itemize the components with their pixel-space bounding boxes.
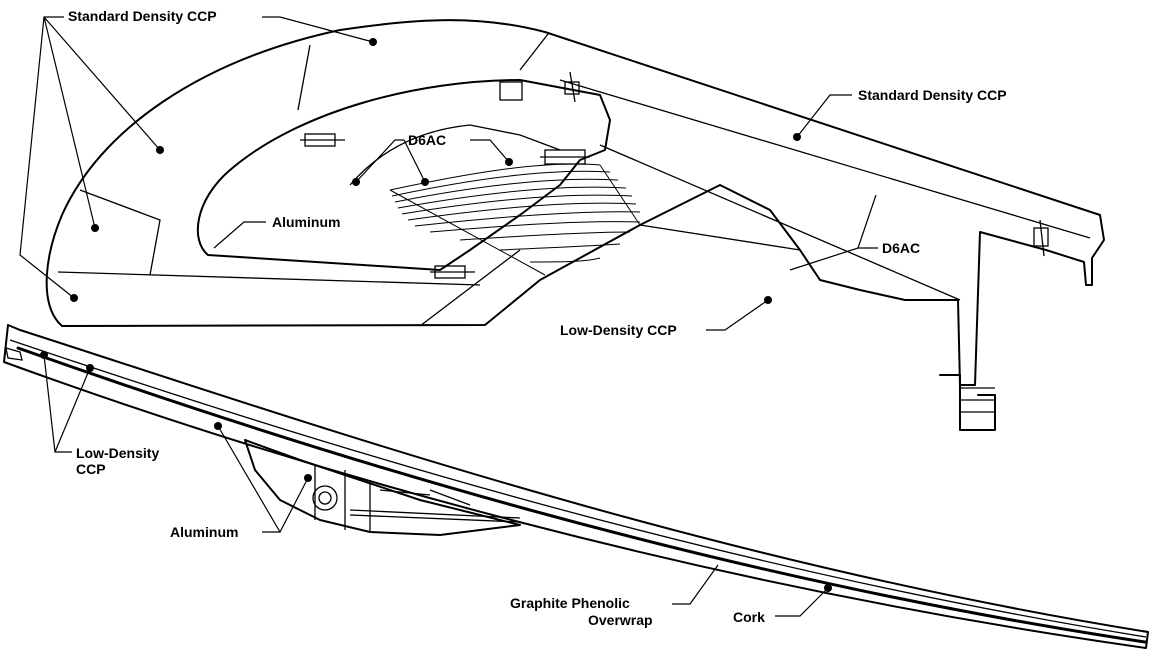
segment-line-5 (419, 249, 521, 327)
segment-line-3 (519, 33, 549, 71)
label-std-ccp-right: Standard Density CCP (858, 87, 1007, 103)
lower-bracket (244, 439, 521, 536)
label-aluminum-upper: Aluminum (272, 214, 340, 230)
segment-line-2 (79, 189, 161, 276)
exit-flange (939, 374, 996, 431)
bolt-4 (499, 71, 580, 103)
label-low-density-ccp-left-line2: CCP (76, 461, 106, 477)
bolt-2 (540, 149, 590, 165)
bolt-3 (430, 265, 475, 279)
leader-d6ac-center (355, 139, 510, 183)
leader-aluminum-lower (217, 425, 309, 533)
lower-nozzle-inner-line (9, 339, 1147, 638)
actuator-pivot-icon (312, 485, 338, 511)
leader-low-density-left (43, 354, 91, 453)
label-d6ac-center: D6AC (408, 132, 446, 148)
segment-line-4 (57, 271, 481, 286)
upper-outer-shell (45, 19, 1105, 386)
leader-cork (775, 587, 829, 617)
exit-flange-lines (960, 387, 995, 413)
lower-nozzle-assembly (3, 324, 1149, 649)
label-d6ac-right: D6AC (882, 240, 920, 256)
bolt-1 (300, 133, 345, 147)
label-aluminum-lower: Aluminum (170, 524, 238, 540)
leader-aluminum-upper (213, 221, 266, 249)
segment-line-6 (639, 224, 801, 251)
d6ac-inner-ring (349, 124, 561, 186)
right-flange-inner (559, 79, 1091, 239)
leader-graphite-phenolic (672, 564, 719, 605)
label-std-ccp-top-left: Standard Density CCP (68, 8, 217, 24)
right-flange-lower (599, 144, 961, 301)
bolt-5 (1033, 219, 1049, 257)
left-end-fitting (5, 347, 23, 361)
label-low-density-ccp-right: Low-Density CCP (560, 322, 677, 338)
label-low-density-ccp-left-line1: Low-Density (76, 445, 159, 461)
leader-std-ccp-right (796, 94, 852, 138)
segment-line-1 (297, 44, 311, 111)
label-graphite-phenolic-line2: Overwrap (588, 612, 653, 628)
actuator-pivot-inner-icon (318, 491, 332, 505)
leader-low-density-right (706, 299, 769, 331)
upper-nozzle-assembly (19, 16, 1105, 431)
d6ac-hatched-region (389, 163, 641, 276)
upper-inner-cavity (196, 79, 611, 271)
leader-std-ccp-top (262, 16, 374, 43)
cork-layer (16, 346, 1147, 644)
label-cork: Cork (733, 609, 765, 625)
leader-std-ccp-left (19, 16, 161, 299)
leader-d6ac-right (789, 194, 878, 271)
label-graphite-phenolic-line1: Graphite Phenolic (510, 595, 630, 611)
